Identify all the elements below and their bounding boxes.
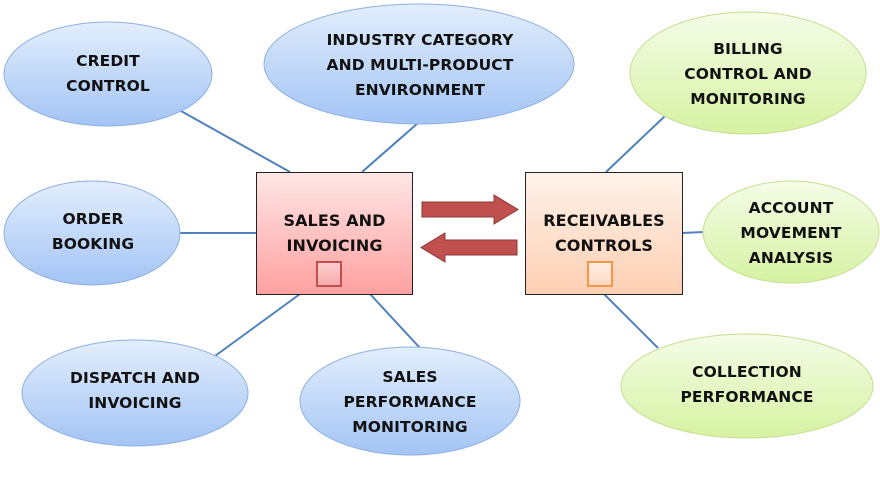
- node-billing-control-and-monitoring[interactable]: [629, 11, 867, 135]
- node-industry-category[interactable]: [263, 3, 575, 125]
- node-sales-performance-monitoring[interactable]: [299, 346, 521, 456]
- connector-sales-performance: [369, 293, 421, 349]
- connectors: [179, 110, 705, 357]
- node-dispatch-and-invoicing[interactable]: [21, 339, 249, 447]
- connector-account-movement: [681, 231, 705, 234]
- connector-collection-performance: [603, 293, 659, 349]
- connector-industry-category: [361, 122, 419, 173]
- node-order-booking[interactable]: [3, 180, 181, 286]
- arrow-right-icon: [421, 194, 519, 225]
- node-account-movement-analysis[interactable]: [702, 180, 880, 284]
- sales-expand-icon[interactable]: [316, 261, 342, 287]
- node-collection-performance[interactable]: [620, 333, 874, 439]
- connector-billing-control: [605, 115, 666, 173]
- connector-credit-control: [180, 110, 291, 173]
- receivables-expand-icon[interactable]: [587, 261, 613, 287]
- node-credit-control[interactable]: [3, 21, 213, 127]
- arrow-left-icon: [420, 232, 518, 263]
- connector-dispatch-and-invoicing: [214, 293, 301, 357]
